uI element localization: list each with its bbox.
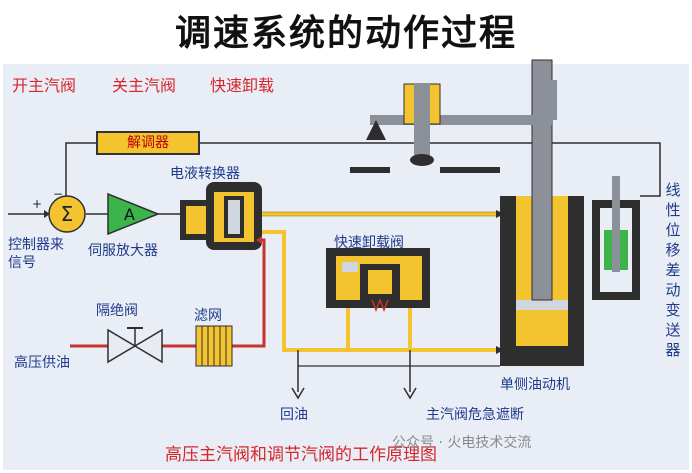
oil-line-lower — [262, 230, 500, 352]
sum-junction — [48, 195, 86, 233]
plus-sign: + — [32, 197, 42, 211]
tab-close-main-valve[interactable]: 关主汽阀 — [112, 76, 177, 95]
watermark: 公众号 · 火电技术交流 — [392, 435, 532, 451]
hp-supply-line — [70, 238, 266, 348]
servo-amp-label: 伺服放大器 — [88, 243, 158, 259]
supply-arrow — [256, 236, 262, 244]
trip-label: 主汽阀危急遮断 — [426, 407, 524, 423]
actuator — [500, 59, 584, 366]
filter-label: 滤网 — [194, 308, 222, 324]
oil-lines — [262, 212, 500, 352]
feedback-line — [65, 142, 96, 200]
lvdt-label: 线性位移差动变送器 — [665, 181, 681, 359]
valve-lever — [350, 80, 557, 173]
eh-converter-label: 电液转换器 — [170, 166, 240, 182]
control-signal-label: 控制器来信号 — [8, 237, 64, 271]
tab-open-main-valve[interactable]: 开主汽阀 — [12, 76, 77, 95]
minus-sign: − — [53, 187, 63, 201]
isolation-valve-label: 隔绝阀 — [96, 303, 138, 319]
signal-arrow — [44, 210, 50, 218]
return-oil-label: 回油 — [280, 407, 308, 423]
isolation-valve — [107, 327, 163, 364]
lvdt — [592, 176, 640, 300]
amp-a-symbol: A — [124, 205, 135, 224]
hp-oil-label: 高压供油 — [14, 355, 70, 371]
filter — [195, 325, 233, 367]
fast-unload-valve-label: 快速卸载阀 — [334, 235, 404, 251]
page-title: 调速系统的动作过程 — [174, 13, 517, 54]
tab-fast-unload[interactable]: 快速卸载 — [210, 76, 275, 95]
servo-amplifier — [107, 192, 161, 236]
demodulator: 解调器 — [96, 131, 200, 155]
sigma-symbol: Σ — [61, 202, 74, 226]
fast-unload-valve — [326, 248, 430, 313]
eh-converter — [180, 182, 262, 250]
diagram-caption: 高压主汽阀和调节汽阀的工作原理图 — [165, 445, 437, 465]
return-arrow — [291, 387, 305, 400]
actuator-label: 单侧油动机 — [500, 377, 570, 393]
trip-arrow — [403, 387, 417, 400]
